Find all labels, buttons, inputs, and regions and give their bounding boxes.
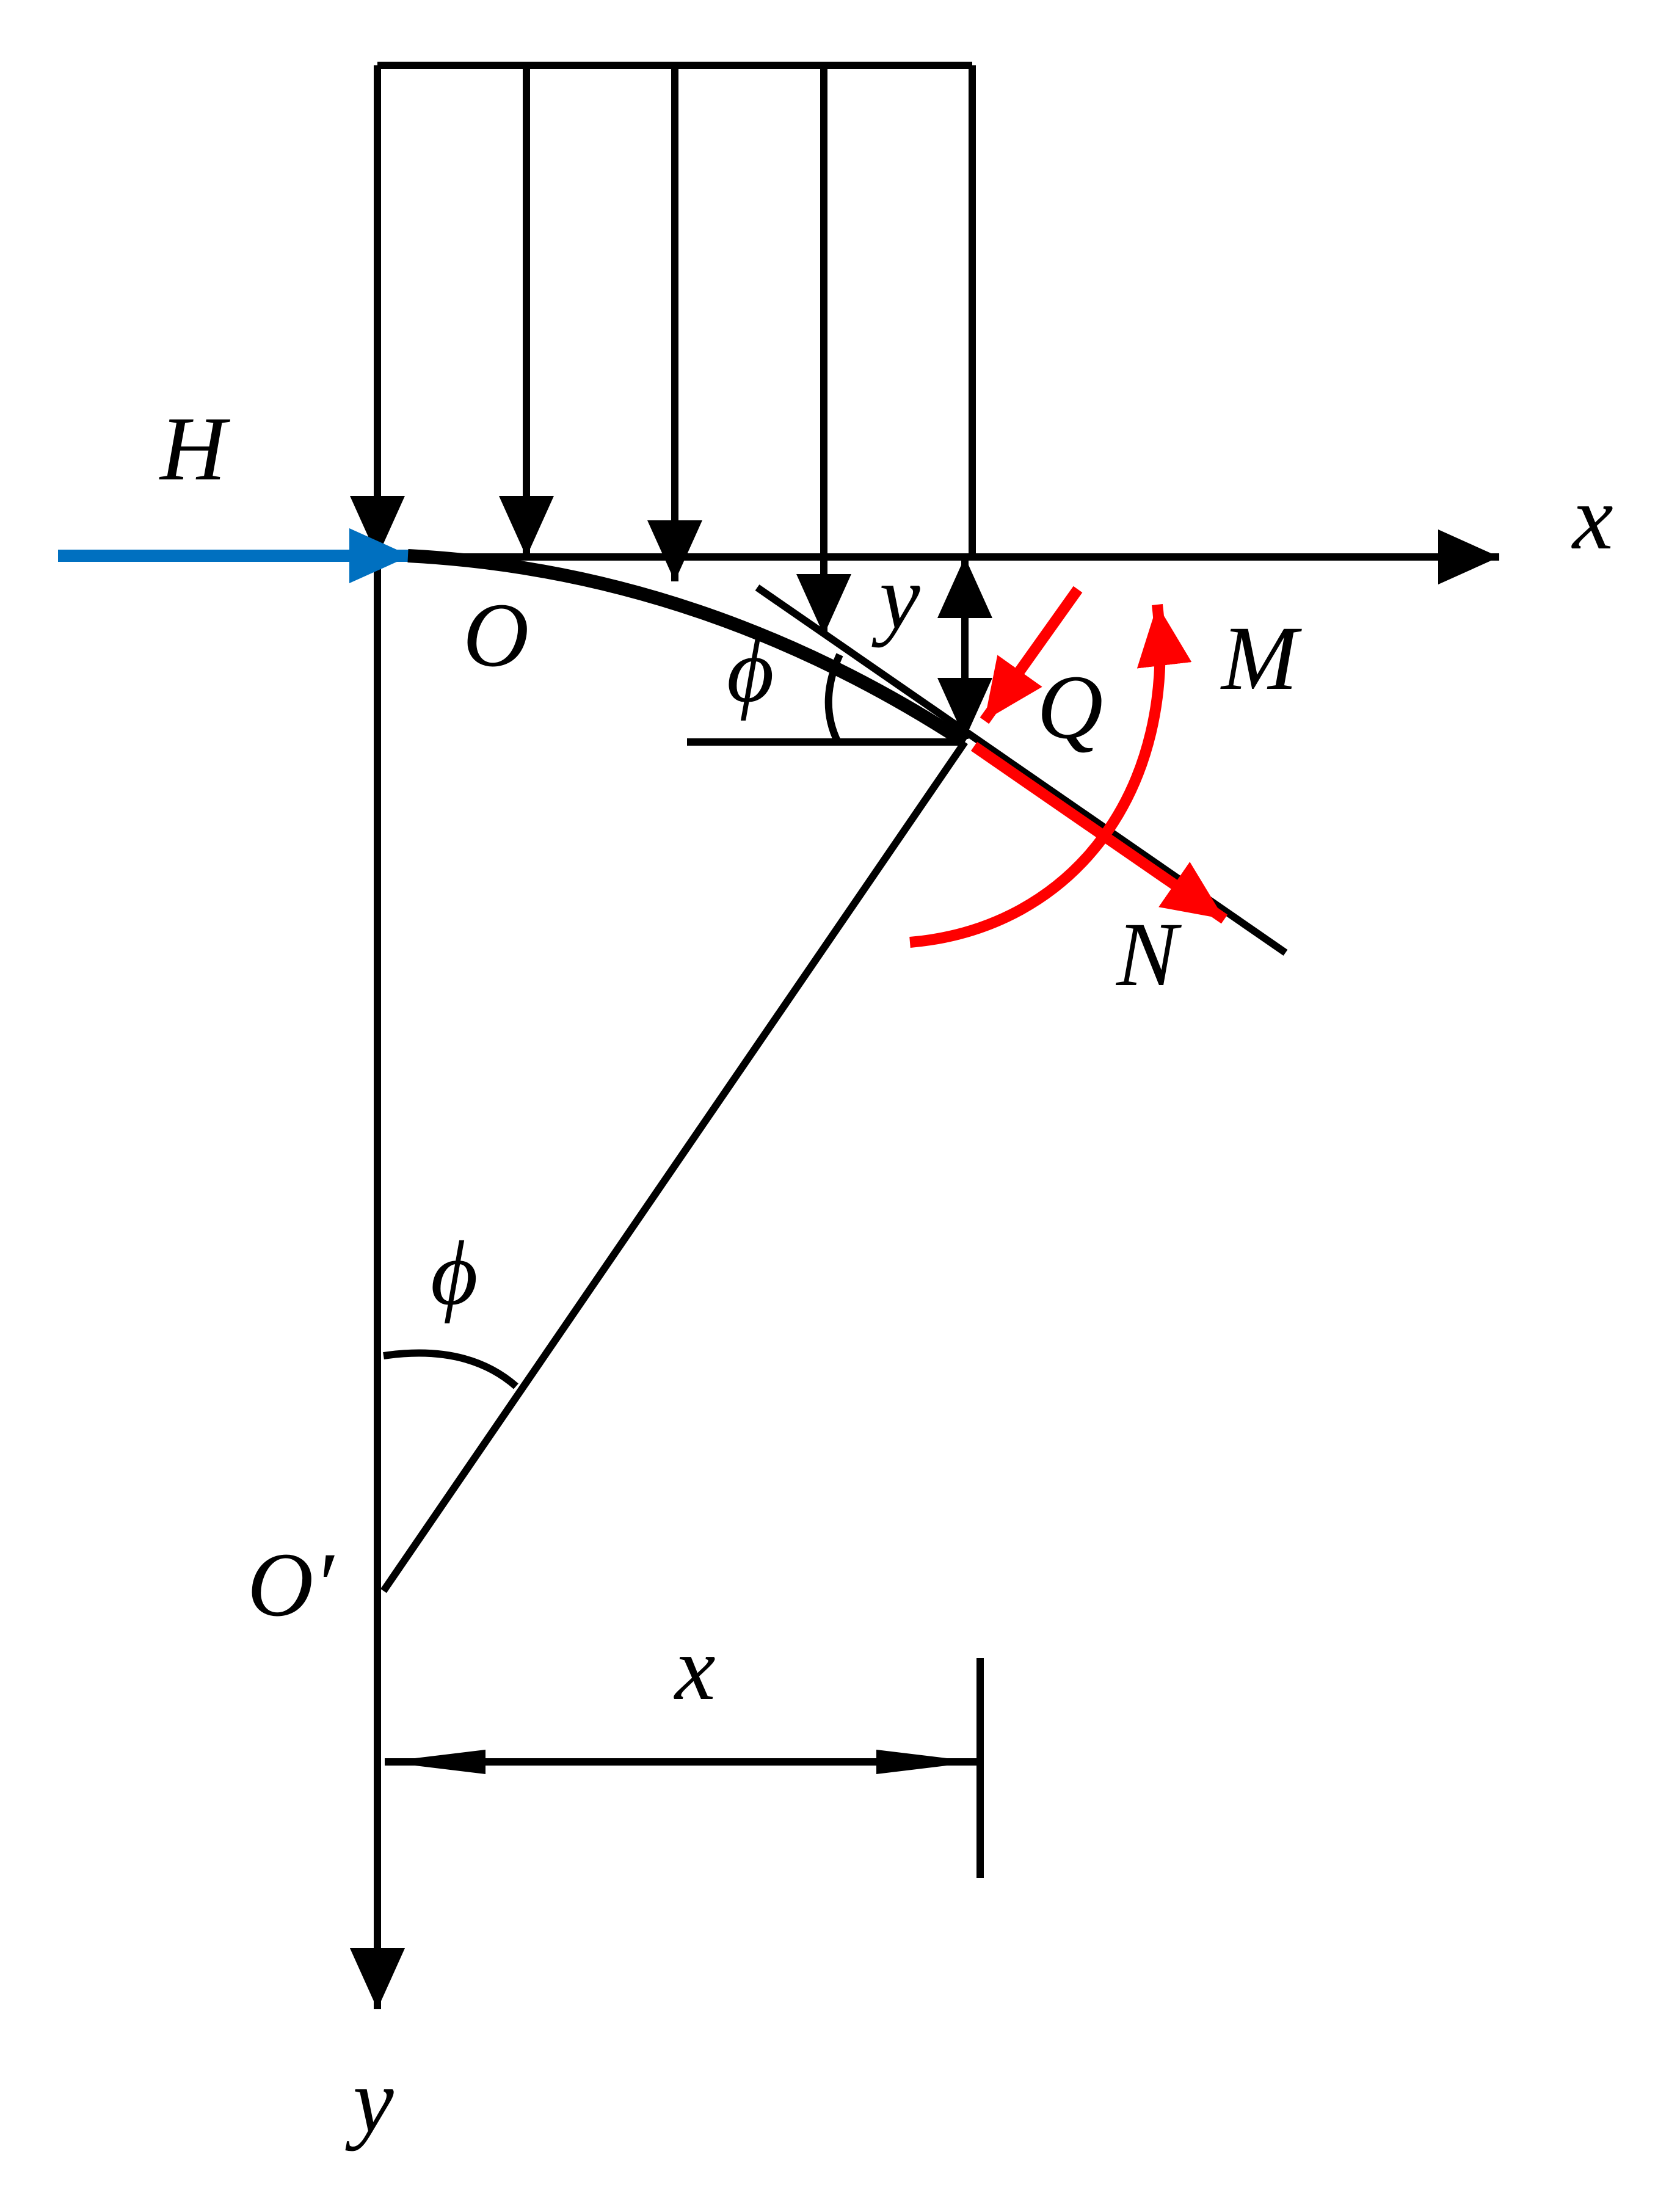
tangent-line [755, 584, 1288, 956]
label-phi-top: ϕ [727, 620, 774, 721]
angle-arc-phi-top [824, 653, 843, 744]
shear-arrow-Q [980, 586, 1083, 724]
label-Q: Q [1037, 657, 1103, 758]
distributed-load [350, 62, 976, 635]
label-x-axis: x [1571, 467, 1613, 569]
moment-arrow-M [909, 603, 1192, 948]
label-M: M [1220, 608, 1302, 709]
normal-arrow-N [970, 741, 1228, 924]
label-y-section: y [871, 547, 920, 648]
label-O: O [463, 584, 529, 686]
label-N: N [1115, 904, 1182, 1005]
label-O-prime: O′ [247, 1534, 335, 1635]
label-H: H [159, 398, 231, 500]
x-dimension [385, 1658, 984, 1878]
label-y-axis: y [345, 2050, 394, 2152]
arch-curve [407, 549, 969, 748]
angle-arc-phi-bottom [383, 1349, 518, 1389]
label-phi-bottom: ϕ [431, 1223, 478, 1324]
label-x-dimension: x [674, 1618, 716, 1719]
radius-line [380, 740, 968, 1593]
